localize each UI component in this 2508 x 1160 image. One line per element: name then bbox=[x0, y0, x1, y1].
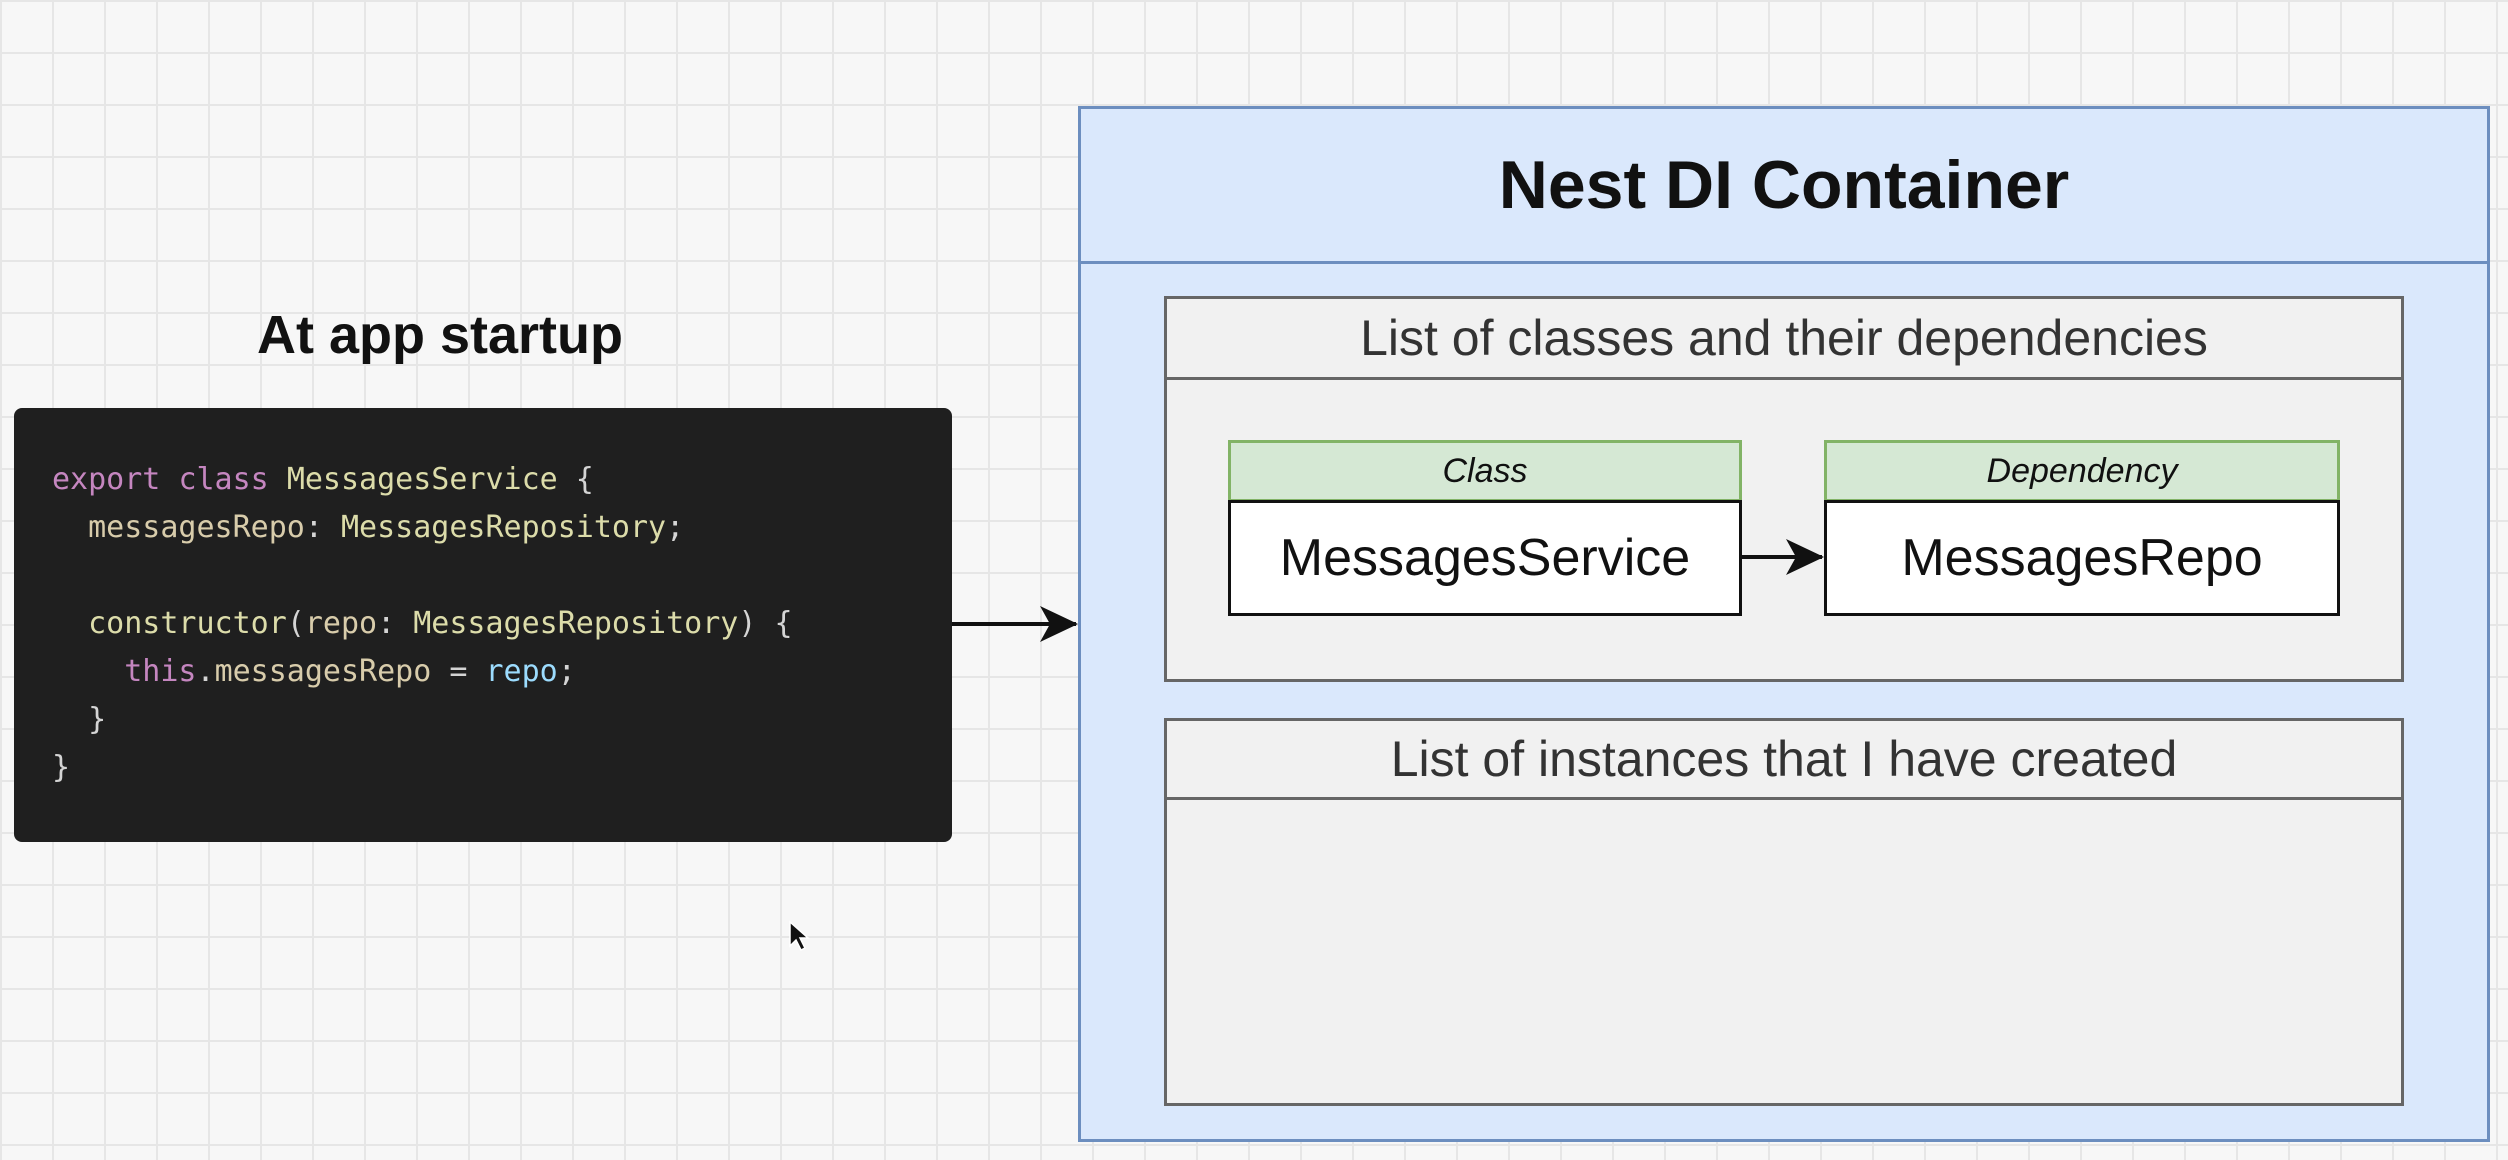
instances-section-title: List of instances that I have created bbox=[1390, 731, 2178, 787]
mouse-cursor-icon bbox=[789, 920, 810, 952]
code-token: } bbox=[52, 702, 107, 737]
classes-section-header: List of classes and their dependencies bbox=[1167, 299, 2401, 380]
code-token: class bbox=[178, 462, 269, 497]
code-token: = bbox=[431, 654, 486, 689]
code-block: export class MessagesService { messagesR… bbox=[52, 456, 793, 792]
code-token: . bbox=[196, 654, 215, 689]
code-token: ( bbox=[286, 606, 305, 641]
class-name-box: MessagesService bbox=[1228, 500, 1742, 616]
code-token: repo bbox=[304, 606, 378, 641]
code-token: messagesRepo bbox=[214, 654, 432, 689]
code-token: messagesRepo bbox=[52, 510, 305, 545]
code-token: MessagesService bbox=[286, 462, 558, 497]
code-line: export class MessagesService { bbox=[52, 456, 793, 504]
class-label: Class bbox=[1228, 440, 1742, 502]
classes-section-title: List of classes and their dependencies bbox=[1360, 310, 2208, 366]
code-token: ; bbox=[557, 654, 576, 689]
code-token: : bbox=[304, 510, 341, 545]
dependency-name-box: MessagesRepo bbox=[1824, 500, 2340, 616]
startup-title: At app startup bbox=[256, 305, 623, 365]
code-token: MessagesRepository bbox=[341, 510, 667, 545]
code-token: export bbox=[52, 462, 161, 497]
code-token bbox=[160, 462, 178, 497]
code-line: } bbox=[52, 744, 793, 792]
instances-section-header: List of instances that I have created bbox=[1167, 721, 2401, 800]
code-line: } bbox=[52, 696, 793, 744]
code-token: } bbox=[52, 750, 71, 785]
code-token: MessagesRepository bbox=[413, 606, 739, 641]
code-token: ) { bbox=[738, 606, 793, 641]
code-token bbox=[269, 462, 287, 497]
di-container-title: Nest DI Container bbox=[1498, 147, 2070, 223]
instances-section: List of instances that I have created bbox=[1164, 718, 2404, 1106]
code-token: constructor bbox=[52, 606, 287, 641]
code-token: ; bbox=[666, 510, 685, 545]
dependency-label: Dependency bbox=[1824, 440, 2340, 502]
code-line bbox=[52, 552, 793, 600]
di-container-header: Nest DI Container bbox=[1081, 109, 2487, 264]
code-token: repo bbox=[485, 654, 558, 689]
code-token: { bbox=[557, 462, 594, 497]
code-token: : bbox=[377, 606, 414, 641]
code-line: this.messagesRepo = repo; bbox=[52, 648, 793, 696]
code-line: constructor(repo: MessagesRepository) { bbox=[52, 600, 793, 648]
code-panel: export class MessagesService { messagesR… bbox=[14, 408, 952, 842]
code-token: this bbox=[52, 654, 197, 689]
code-line: messagesRepo: MessagesRepository; bbox=[52, 504, 793, 552]
